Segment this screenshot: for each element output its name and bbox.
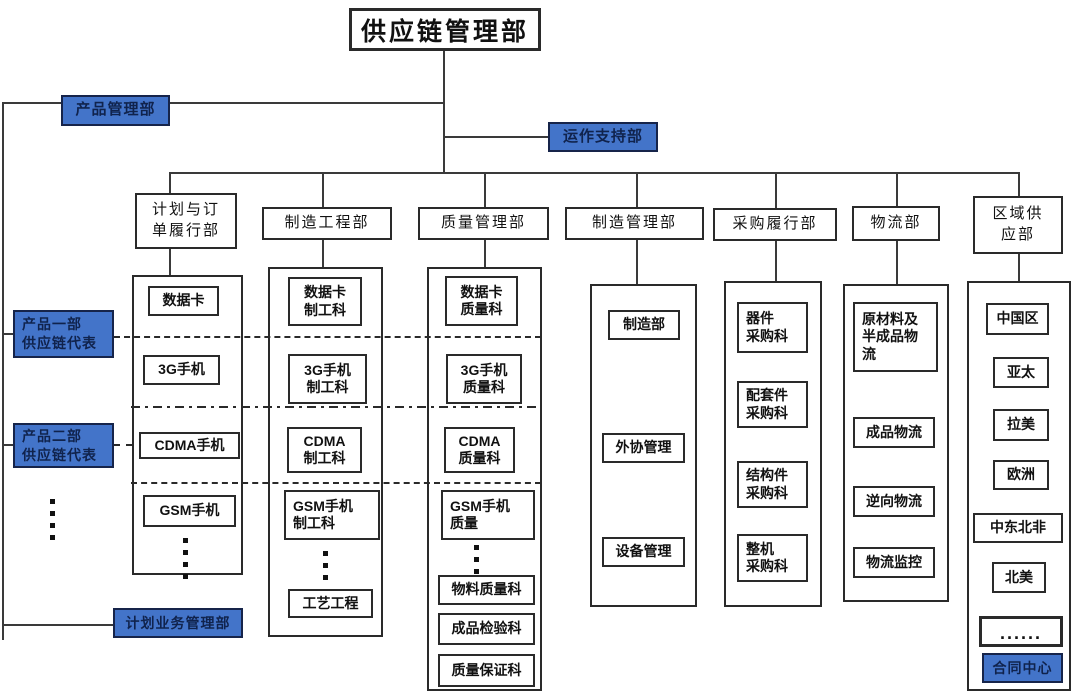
node-data-card: 数据卡 xyxy=(148,286,219,316)
connector-drop-regional-top xyxy=(1018,173,1020,197)
node-product-management: 产品管理部 xyxy=(61,95,170,126)
node-3g-phone: 3G手机 xyxy=(143,355,220,385)
connector-root-vertical xyxy=(443,51,445,173)
connector-drop-mfg-eng-top xyxy=(322,173,324,208)
node-outsourcing-mgmt: 外协管理 xyxy=(602,433,685,463)
dept-logistics: 物流部 xyxy=(852,206,940,241)
node-3g-mfg: 3G手机 制工科 xyxy=(288,354,367,404)
connector-drop-quality-bottom xyxy=(484,239,486,268)
node-data-card-quality: 数据卡 质量科 xyxy=(445,276,518,326)
node-ellipsis-box: ...... xyxy=(979,616,1063,647)
node-planning-business-mgmt: 计划业务管理部 xyxy=(113,608,243,638)
dept-manufacturing-management: 制造管理部 xyxy=(565,207,704,240)
node-contract-center: 合同中心 xyxy=(982,653,1063,683)
vertical-ellipsis-quality xyxy=(474,545,479,574)
connector-operation-support-horizontal xyxy=(444,136,548,138)
dept-regional-supply: 区域供 应部 xyxy=(973,196,1063,254)
vertical-ellipsis-planning xyxy=(183,538,188,579)
node-complete-unit-procurement: 整机 采购科 xyxy=(737,534,808,582)
node-raw-material-logistics: 原材料及 半成品物 流 xyxy=(853,302,938,372)
node-product2-supply-rep: 产品二部 供应链代表 xyxy=(13,423,114,468)
node-asia-pacific: 亚太 xyxy=(993,357,1049,388)
node-finished-goods-logistics: 成品物流 xyxy=(853,417,935,448)
dept-procurement-fulfillment: 采购履行部 xyxy=(713,208,837,241)
node-gsm-phone: GSM手机 xyxy=(143,495,236,527)
connector-drop-regional-bottom xyxy=(1018,252,1020,282)
root-node: 供应链管理部 xyxy=(349,8,541,51)
node-process-engineering: 工艺工程 xyxy=(288,589,373,618)
connector-drop-mfg-mgmt-bottom xyxy=(636,239,638,285)
connector-product1-rep xyxy=(2,333,14,335)
connector-drop-quality-top xyxy=(484,173,486,208)
vertical-ellipsis-mfg-eng xyxy=(323,551,328,580)
node-data-card-mfg: 数据卡 制工科 xyxy=(288,277,362,326)
separator-dashdot xyxy=(131,406,541,408)
connector-row2-horizontal xyxy=(169,172,1020,174)
connector-drop-procurement-bottom xyxy=(775,240,777,282)
connector-product2-rep xyxy=(2,444,14,446)
node-quality-assurance: 质量保证科 xyxy=(438,654,535,687)
dept-quality-management: 质量管理部 xyxy=(418,207,549,240)
connector-drop-mfg-eng-bottom xyxy=(322,239,324,268)
node-operation-support: 运作支持部 xyxy=(548,122,658,152)
node-3g-quality: 3G手机 质量科 xyxy=(446,354,522,404)
node-cdma-phone: CDMA手机 xyxy=(139,432,240,459)
connector-drop-mfg-mgmt-top xyxy=(636,173,638,208)
node-structural-procurement: 结构件 采购科 xyxy=(737,461,808,508)
vertical-ellipsis-left xyxy=(50,499,55,540)
node-accessory-procurement: 配套件 采购科 xyxy=(737,381,808,428)
connector-drop-logistics-bottom xyxy=(896,240,898,285)
connector-left-vertical xyxy=(2,102,4,640)
node-material-quality: 物料质量科 xyxy=(438,575,535,605)
connector-planning-business xyxy=(2,624,114,626)
connector-drop-procurement-top xyxy=(775,173,777,209)
subtree-box-planning-order xyxy=(132,275,243,575)
node-product1-supply-rep: 产品一部 供应链代表 xyxy=(13,310,114,358)
node-china-region: 中国区 xyxy=(986,303,1049,335)
node-middle-east-north-africa: 中东北非 xyxy=(973,513,1063,543)
node-logistics-monitoring: 物流监控 xyxy=(853,547,935,578)
node-reverse-logistics: 逆向物流 xyxy=(853,486,935,517)
connector-drop-logistics-top xyxy=(896,173,898,207)
node-latin-america: 拉美 xyxy=(993,409,1049,441)
node-north-america: 北美 xyxy=(992,562,1046,593)
separator-dashed-product2-link xyxy=(114,444,132,446)
node-cdma-mfg: CDMA 制工科 xyxy=(287,427,362,473)
node-gsm-quality: GSM手机 质量 xyxy=(441,490,535,540)
node-manufacturing: 制造部 xyxy=(608,310,680,340)
node-cdma-quality: CDMA 质量科 xyxy=(444,427,515,473)
separator-dashed-product1 xyxy=(114,336,541,338)
node-europe: 欧洲 xyxy=(993,460,1049,490)
separator-dashed-gsm xyxy=(131,482,541,484)
node-component-procurement: 器件 采购科 xyxy=(737,302,808,353)
node-equipment-mgmt: 设备管理 xyxy=(602,537,685,567)
dept-planning-order-fulfillment: 计划与订 单履行部 xyxy=(135,193,237,249)
connector-drop-planning-top xyxy=(169,173,171,194)
connector-product-mgmt-horizontal xyxy=(2,102,444,104)
node-gsm-mfg: GSM手机 制工科 xyxy=(284,490,380,540)
connector-drop-planning-bottom xyxy=(169,247,171,276)
dept-manufacturing-engineering: 制造工程部 xyxy=(262,207,392,240)
node-product-inspection: 成品检验科 xyxy=(438,613,535,645)
